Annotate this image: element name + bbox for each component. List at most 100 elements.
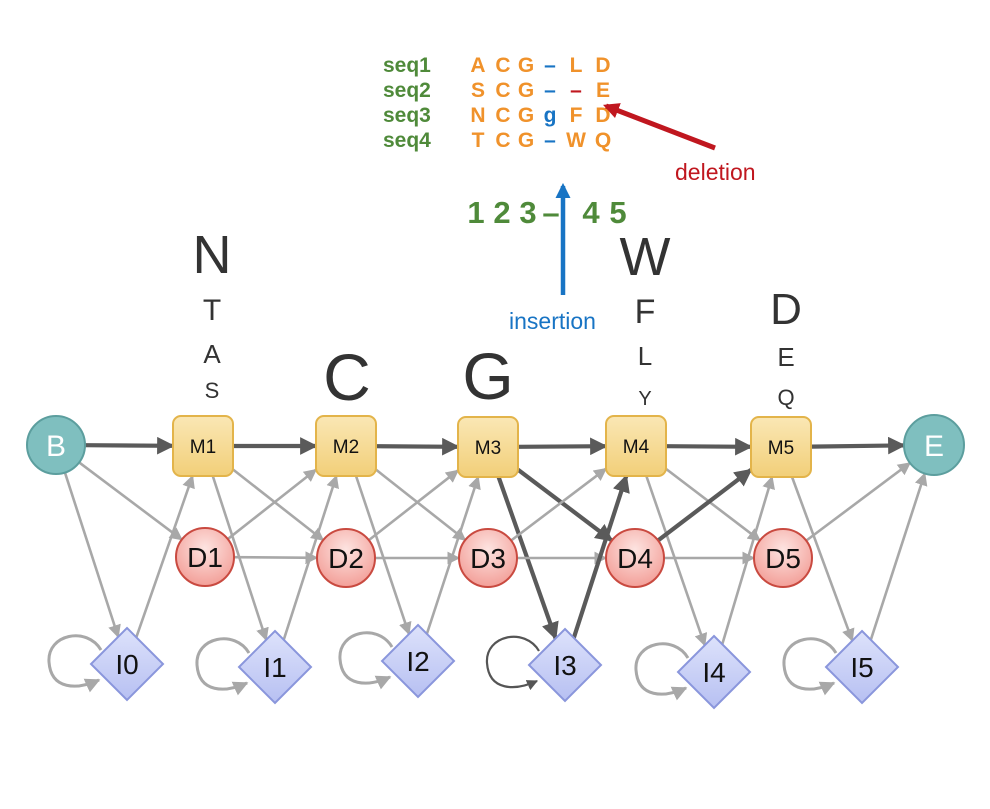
state-label: D5 xyxy=(765,543,801,574)
state-m3: M3 xyxy=(457,416,519,478)
residue-match: G xyxy=(518,129,534,152)
residue-match: G xyxy=(518,54,534,77)
column-number: 2 xyxy=(493,195,510,230)
delete-node-shape xyxy=(316,528,376,588)
delete-node-shape xyxy=(753,528,813,588)
edge-i4-i4 xyxy=(634,642,690,701)
state-d3: D3 xyxy=(458,528,518,588)
edge-m3-d4 xyxy=(516,467,614,543)
match-node-shape xyxy=(750,416,812,478)
residue-match: G xyxy=(518,104,534,127)
edge-i3-i3 xyxy=(485,635,540,691)
delete-node-shape xyxy=(605,528,665,588)
insert-node-shape xyxy=(527,627,603,703)
state-label: I1 xyxy=(263,652,286,683)
edge-m5-i5 xyxy=(790,476,855,642)
insert-node-shape xyxy=(237,629,313,705)
logo-letter: A xyxy=(203,339,221,369)
insert-node-shape xyxy=(676,634,752,710)
state-label: E xyxy=(924,430,944,463)
edge-d1-d2 xyxy=(233,551,319,565)
logo-m3: G xyxy=(462,339,513,413)
state-label: B xyxy=(46,430,66,463)
edge-b-i0 xyxy=(63,472,121,639)
edge-i4-m5 xyxy=(721,475,775,645)
edge-i1-i1 xyxy=(195,637,251,696)
state-m2: M2 xyxy=(315,415,377,477)
logo-letter: D xyxy=(770,285,802,334)
residue-match: E xyxy=(596,79,610,102)
insert-node-shape xyxy=(824,629,900,705)
state-label: D4 xyxy=(617,543,653,574)
insertion-annotation: insertion xyxy=(509,182,596,334)
logo-letter: Y xyxy=(638,388,651,410)
residue-deletion: – xyxy=(570,79,582,102)
edge-i1-m2 xyxy=(282,474,339,641)
state-i4: I4 xyxy=(676,634,752,710)
residue-gap: – xyxy=(544,54,556,77)
edge-m2-d3 xyxy=(375,468,467,542)
logo-letter: C xyxy=(323,340,371,414)
logo-letter: Q xyxy=(777,385,794,410)
state-i2: I2 xyxy=(380,623,456,699)
state-label: M5 xyxy=(768,438,794,459)
match-node-shape xyxy=(172,415,234,477)
edge-m2-i2 xyxy=(354,475,412,636)
residue-match: Q xyxy=(595,129,611,152)
edge-m5-e xyxy=(810,436,906,455)
edge-m3-m4 xyxy=(517,437,608,456)
state-b: B xyxy=(26,415,86,475)
residue-match: D xyxy=(595,54,610,77)
logo-letter: W xyxy=(620,227,671,287)
sequence-label: seq3 xyxy=(383,104,431,127)
residue-gap: – xyxy=(544,79,556,102)
logo-letter: T xyxy=(203,294,221,327)
deletion-label: deletion xyxy=(675,159,756,185)
edge-m4-i4 xyxy=(645,475,708,647)
sequence-label: seq4 xyxy=(383,129,431,152)
insertion-label: insertion xyxy=(509,308,596,334)
residue-match: C xyxy=(495,104,510,127)
state-label: D3 xyxy=(470,543,506,574)
edge-d5-e xyxy=(805,461,912,542)
edge-m4-m5 xyxy=(665,437,753,456)
column-number: 1 xyxy=(467,195,484,230)
residue-match: T xyxy=(472,129,485,152)
delete-node-shape xyxy=(458,528,518,588)
edge-m1-d2 xyxy=(232,468,325,542)
insert-node-shape xyxy=(89,626,165,702)
residue-match: S xyxy=(471,79,485,102)
state-i1: I1 xyxy=(237,629,313,705)
match-node-shape xyxy=(605,415,667,477)
state-label: I4 xyxy=(702,657,725,688)
state-label: I2 xyxy=(406,646,429,677)
edge-m2-m3 xyxy=(375,437,460,456)
transition-edges xyxy=(47,436,928,701)
residue-gap: – xyxy=(544,129,556,152)
residue-match: W xyxy=(566,129,586,152)
residue-match: C xyxy=(495,54,510,77)
edge-i2-m3 xyxy=(425,475,481,635)
logo-letter: F xyxy=(635,293,656,331)
state-label: M3 xyxy=(475,438,501,459)
residue-insertion: g xyxy=(544,104,557,127)
state-label: M4 xyxy=(623,437,650,458)
edge-i0-m1 xyxy=(135,474,195,638)
residue-match: F xyxy=(570,104,583,127)
state-label: D1 xyxy=(187,542,223,573)
residue-match: C xyxy=(495,129,510,152)
column-number: 4 xyxy=(582,195,600,230)
terminal-node-shape xyxy=(26,415,86,475)
edge-i2-i2 xyxy=(338,631,394,690)
logo-letter: E xyxy=(777,342,794,372)
logo-letter: N xyxy=(193,225,232,285)
logo-m5: DEQ xyxy=(770,285,802,410)
